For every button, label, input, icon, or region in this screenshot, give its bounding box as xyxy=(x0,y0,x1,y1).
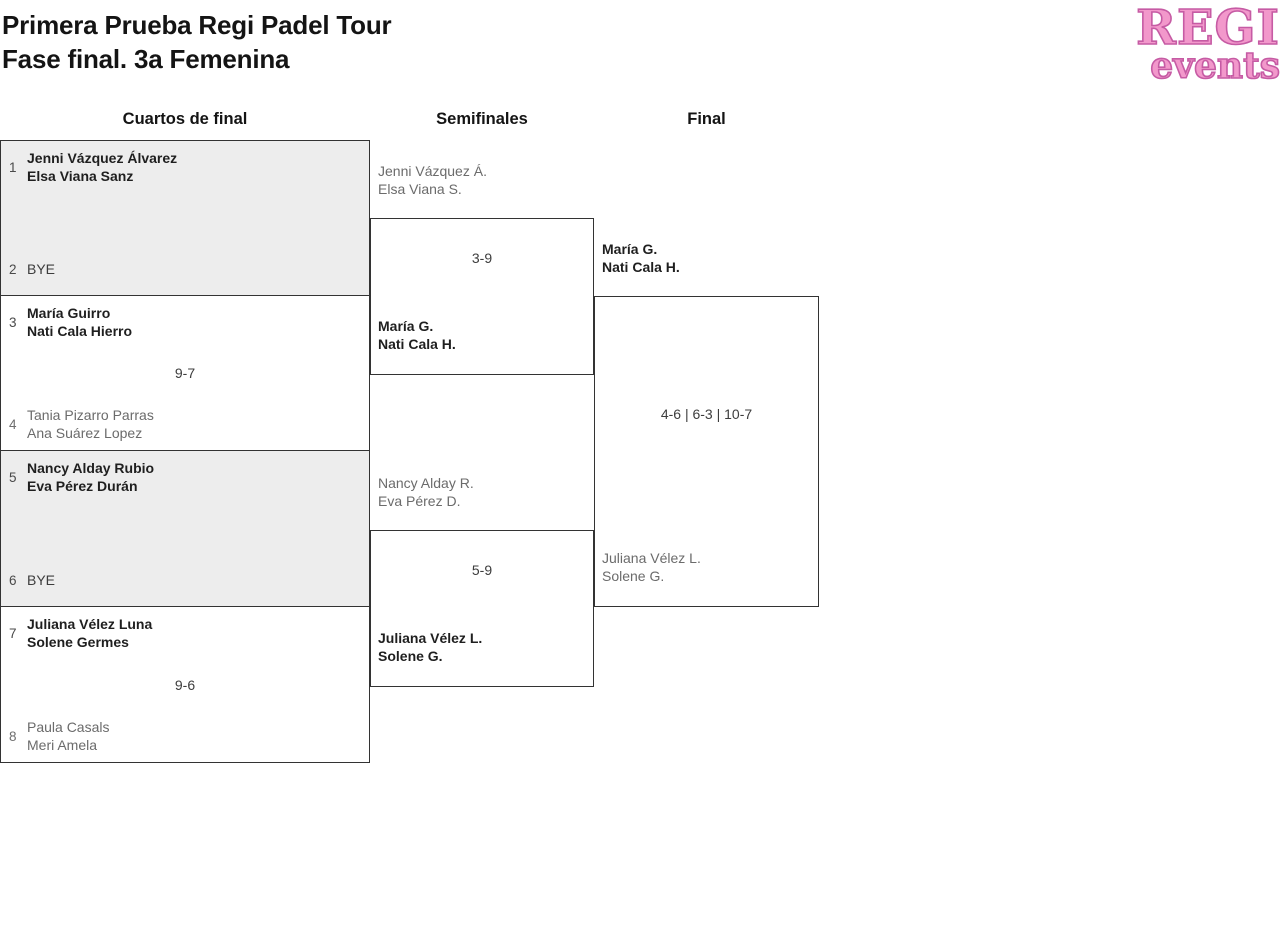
player-2: Solene Germes xyxy=(27,634,129,650)
player-1: BYE xyxy=(27,572,56,588)
round-header-final: Final xyxy=(687,110,726,128)
semifinal-match-1: Jenni Vázquez Á. Elsa Viana S. 3-9 María… xyxy=(370,163,594,375)
player-2: Nati Cala Hierro xyxy=(27,323,133,339)
round-header-semifinals: Semifinales xyxy=(436,110,528,128)
team-name: María Guirro Nati Cala Hierro xyxy=(27,304,132,340)
team-name: Juliana Vélez Luna Solene Germes xyxy=(27,615,152,651)
player-1: María G. xyxy=(602,241,658,257)
team-row-seed-2: 2 BYE xyxy=(9,251,361,287)
player-2: Solene G. xyxy=(378,648,443,664)
seed-number: 4 xyxy=(9,416,17,432)
player-2: Eva Pérez Durán xyxy=(27,478,138,494)
quarterfinal-match-1: 1 Jenni Vázquez Álvarez Elsa Viana Sanz … xyxy=(0,140,370,296)
player-2: Elsa Viana Sanz xyxy=(27,168,134,184)
player-1: Jenni Vázquez Álvarez xyxy=(27,150,178,166)
player-1: Paula Casals xyxy=(27,719,110,735)
player-1: Juliana Vélez Luna xyxy=(27,616,153,632)
team-row-seed-8: 8 Paula Casals Meri Amela xyxy=(9,718,361,754)
team-name: Paula Casals Meri Amela xyxy=(27,718,110,754)
quarterfinal-match-3: 5 Nancy Alday Rubio Eva Pérez Durán 6 BY… xyxy=(0,450,370,607)
team-name: BYE xyxy=(27,571,55,589)
logo-word-events: events xyxy=(1149,45,1280,87)
tournament-name: Primera Prueba Regi Padel Tour xyxy=(2,10,392,40)
semifinal-match-2: Nancy Alday R. Eva Pérez D. 5-9 Juliana … xyxy=(370,475,594,687)
team-row-seed-1: 1 Jenni Vázquez Álvarez Elsa Viana Sanz xyxy=(9,149,361,185)
quarterfinal-match-4: 7 Juliana Vélez Luna Solene Germes 9-6 8… xyxy=(0,606,370,763)
team-name: Jenni Vázquez Álvarez Elsa Viana Sanz xyxy=(27,149,177,185)
seed-number: 5 xyxy=(9,469,17,485)
final-top-team: María G. Nati Cala H. xyxy=(602,240,680,276)
player-2: Eva Pérez D. xyxy=(378,493,461,509)
round-header-quarterfinals: Cuartos de final xyxy=(122,110,248,128)
match-score: 9-7 xyxy=(174,365,196,381)
semifinal-2-top-team: Nancy Alday R. Eva Pérez D. xyxy=(378,474,474,510)
player-1: María G. xyxy=(378,318,434,334)
player-2: Elsa Viana S. xyxy=(378,181,462,197)
player-1: Juliana Vélez L. xyxy=(378,630,483,646)
quarterfinal-match-2: 3 María Guirro Nati Cala Hierro 9-7 4 Ta… xyxy=(0,295,370,451)
seed-number: 8 xyxy=(9,728,17,744)
final-match: María G. Nati Cala H. 4-6 | 6-3 | 10-7 J… xyxy=(594,241,819,607)
match-score: 3-9 xyxy=(471,250,493,266)
seed-number: 3 xyxy=(9,314,17,330)
player-2: Meri Amela xyxy=(27,737,98,753)
player-2: Solene G. xyxy=(602,568,665,584)
player-2: Nati Cala H. xyxy=(602,259,680,275)
logo-word-regi: REGI xyxy=(1135,0,1280,56)
player-2: Nati Cala H. xyxy=(378,336,456,352)
player-2: Ana Suárez Lopez xyxy=(27,425,143,441)
seed-number: 6 xyxy=(9,572,17,588)
team-row-seed-7: 7 Juliana Vélez Luna Solene Germes xyxy=(9,615,361,651)
regi-events-logo: REGI events xyxy=(1135,0,1280,87)
phase-category: Fase final. 3a Femenina xyxy=(2,44,290,74)
team-name: Nancy Alday Rubio Eva Pérez Durán xyxy=(27,459,154,495)
player-1: BYE xyxy=(27,261,56,277)
team-row-seed-3: 3 María Guirro Nati Cala Hierro xyxy=(9,304,361,340)
seed-number: 2 xyxy=(9,261,17,277)
player-1: Jenni Vázquez Á. xyxy=(378,163,487,179)
player-1: Nancy Alday R. xyxy=(378,475,474,491)
team-name: BYE xyxy=(27,260,55,278)
team-row-seed-6: 6 BYE xyxy=(9,562,361,598)
seed-number: 7 xyxy=(9,625,17,641)
semifinal-1-winner-team: María G. Nati Cala H. xyxy=(378,317,456,353)
final-bottom-team: Juliana Vélez L. Solene G. xyxy=(602,549,701,585)
page-title: Primera Prueba Regi Padel Tour Fase fina… xyxy=(2,8,392,76)
semifinal-2-winner-team: Juliana Vélez L. Solene G. xyxy=(378,629,482,665)
match-score: 4-6 | 6-3 | 10-7 xyxy=(660,406,753,422)
team-row-seed-4: 4 Tania Pizarro Parras Ana Suárez Lopez xyxy=(9,406,361,442)
team-row-seed-5: 5 Nancy Alday Rubio Eva Pérez Durán xyxy=(9,459,361,495)
match-score: 9-6 xyxy=(174,676,196,693)
player-1: Tania Pizarro Parras xyxy=(27,407,154,423)
player-1: Juliana Vélez L. xyxy=(602,550,701,566)
seed-number: 1 xyxy=(9,159,17,175)
player-1: Nancy Alday Rubio xyxy=(27,460,155,476)
match-score: 5-9 xyxy=(471,562,493,578)
semifinal-1-top-team: Jenni Vázquez Á. Elsa Viana S. xyxy=(378,162,487,198)
team-name: Tania Pizarro Parras Ana Suárez Lopez xyxy=(27,406,154,442)
player-1: María Guirro xyxy=(27,305,111,321)
